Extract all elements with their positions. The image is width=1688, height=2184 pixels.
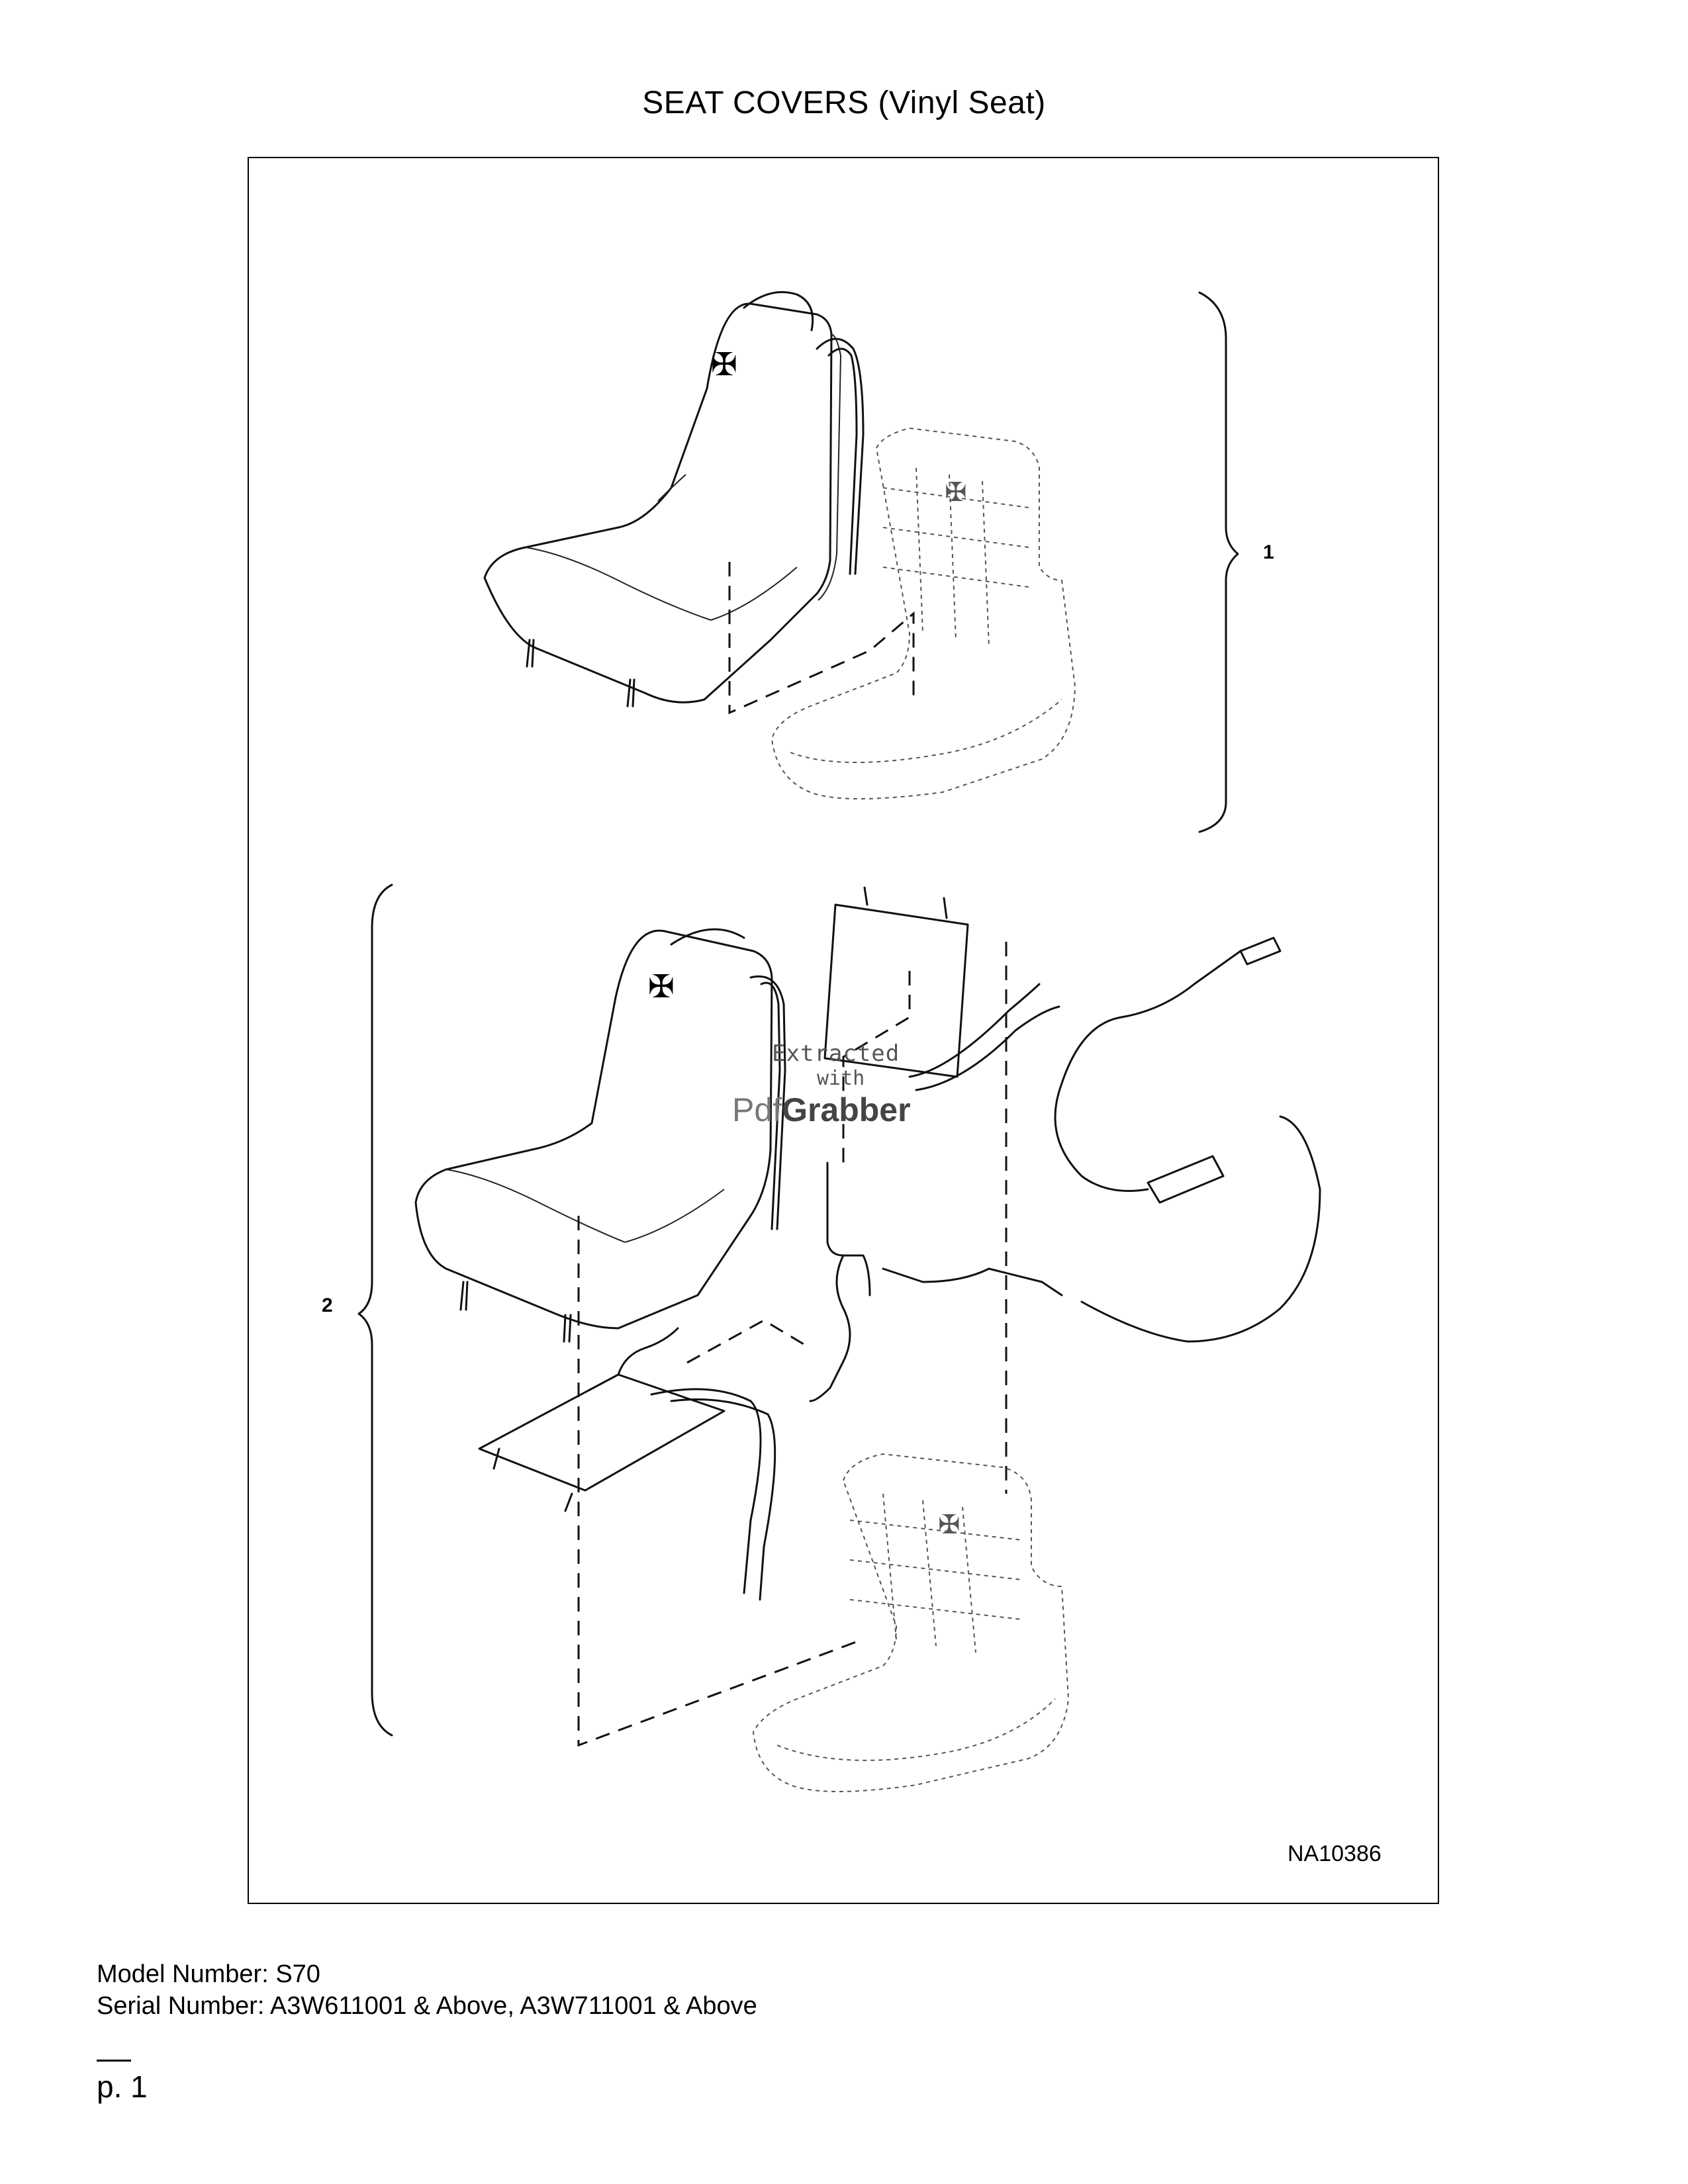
- seat-base-1: ✠: [771, 427, 1076, 799]
- watermark-prefix: Pdf: [732, 1091, 782, 1128]
- heater-pad-back: [823, 886, 1060, 1091]
- page-title: SEAT COVERS (Vinyl Seat): [642, 85, 1046, 120]
- watermark-line-3: PdfGrabber: [732, 1091, 911, 1129]
- watermark-line-1: Extracted: [772, 1040, 900, 1067]
- svg-text:✠: ✠: [711, 346, 737, 383]
- assembly-line-2a: [842, 971, 911, 1163]
- watermark-line-2: with: [817, 1067, 865, 1090]
- svg-text:✠: ✠: [945, 477, 967, 508]
- heater-pad-seat: [478, 1327, 776, 1601]
- callout-1: 1: [1263, 541, 1274, 563]
- figure-id: NA10386: [1288, 1841, 1382, 1866]
- seat-base-2: ✠: [752, 1453, 1070, 1792]
- wiring-harness: [809, 936, 1321, 1402]
- pdfgrabber-watermark: Extracted with PdfGrabber: [732, 1040, 957, 1140]
- model-number: Model Number: S70: [97, 1960, 320, 1988]
- bracket-2: [357, 884, 393, 1737]
- parts-illustration: ✠ ✠ ✠: [357, 291, 1321, 1792]
- page-rule: [97, 2060, 131, 2062]
- page-number: p. 1: [97, 2070, 148, 2104]
- assembly-line-1: [728, 562, 915, 715]
- seat-cover-2: ✠: [414, 928, 786, 1343]
- seat-cover-1: ✠: [483, 291, 865, 707]
- figure-frame: [248, 157, 1439, 1904]
- assembly-line-2d: [686, 1319, 811, 1364]
- svg-text:✠: ✠: [938, 1510, 961, 1540]
- watermark-bold: Grabber: [782, 1091, 911, 1128]
- svg-text:✠: ✠: [648, 968, 675, 1005]
- callout-2: 2: [322, 1295, 333, 1316]
- bracket-1: [1198, 291, 1239, 833]
- assembly-line-2c: [577, 1216, 864, 1747]
- serial-number: Serial Number: A3W611001 & Above, A3W711…: [97, 1992, 757, 2020]
